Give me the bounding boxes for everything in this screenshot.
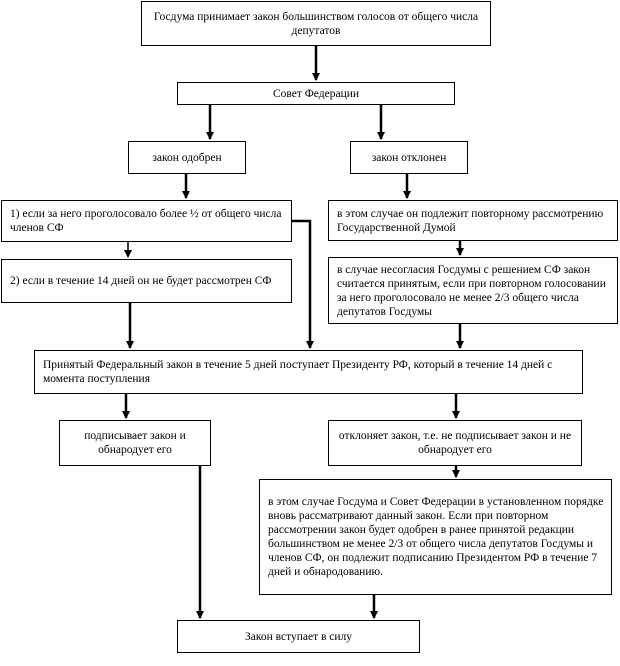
president-signs-box: подписывает закон и обнародует его xyxy=(59,420,211,466)
rejected-override-text: в случае несогласия Госдумы с решением С… xyxy=(337,263,606,318)
president-signs-text: подписывает закон и обнародует его xyxy=(84,430,186,456)
veto-override-text: в этом случае Госдума и Совет Федерации … xyxy=(268,496,604,578)
arrow-cond1-to-president xyxy=(292,219,314,349)
federation-council-box: Совет Федерации xyxy=(177,82,455,105)
veto-override-box: в этом случае Госдума и Совет Федерации … xyxy=(259,479,612,595)
law-enters-force-box: Закон вступает в силу xyxy=(177,620,420,653)
law-rejected-box: закон отклонен xyxy=(350,141,468,174)
federation-council-text: Совет Федерации xyxy=(272,87,360,100)
approved-condition-2-box: 2) если в течение 14 дней он не будет ра… xyxy=(1,259,292,303)
approved-condition-1-text: 1) если за него проголосовало более ½ от… xyxy=(10,208,282,234)
law-rejected-text: закон отклонен xyxy=(371,151,447,164)
law-approved-text: закон одобрен xyxy=(152,151,222,164)
approved-condition-1-box: 1) если за него проголосовало более ½ от… xyxy=(1,200,292,242)
president-veto-text: отклоняет закон, т.е. не подписывает зак… xyxy=(338,430,572,456)
duma-adopts-text: Госдума принимает закон большинством гол… xyxy=(153,10,479,37)
duma-adopts-box: Госдума принимает закон большинством гол… xyxy=(141,1,491,46)
rejected-review-box: в этом случае он подлежит повторному рас… xyxy=(328,200,618,241)
president-receives-box: Принятый Федеральный закон в течение 5 д… xyxy=(34,350,583,394)
rejected-review-text: в этом случае он подлежит повторному рас… xyxy=(337,207,604,234)
president-receives-text: Принятый Федеральный закон в течение 5 д… xyxy=(43,359,553,385)
approved-condition-2-text: 2) если в течение 14 дней он не будет ра… xyxy=(10,275,272,287)
law-approved-box: закон одобрен xyxy=(128,141,246,174)
president-veto-box: отклоняет закон, т.е. не подписывает зак… xyxy=(328,420,582,466)
rejected-override-box: в случае несогласия Госдумы с решением С… xyxy=(328,257,618,324)
law-enters-force-text: Закон вступает в силу xyxy=(244,630,353,643)
